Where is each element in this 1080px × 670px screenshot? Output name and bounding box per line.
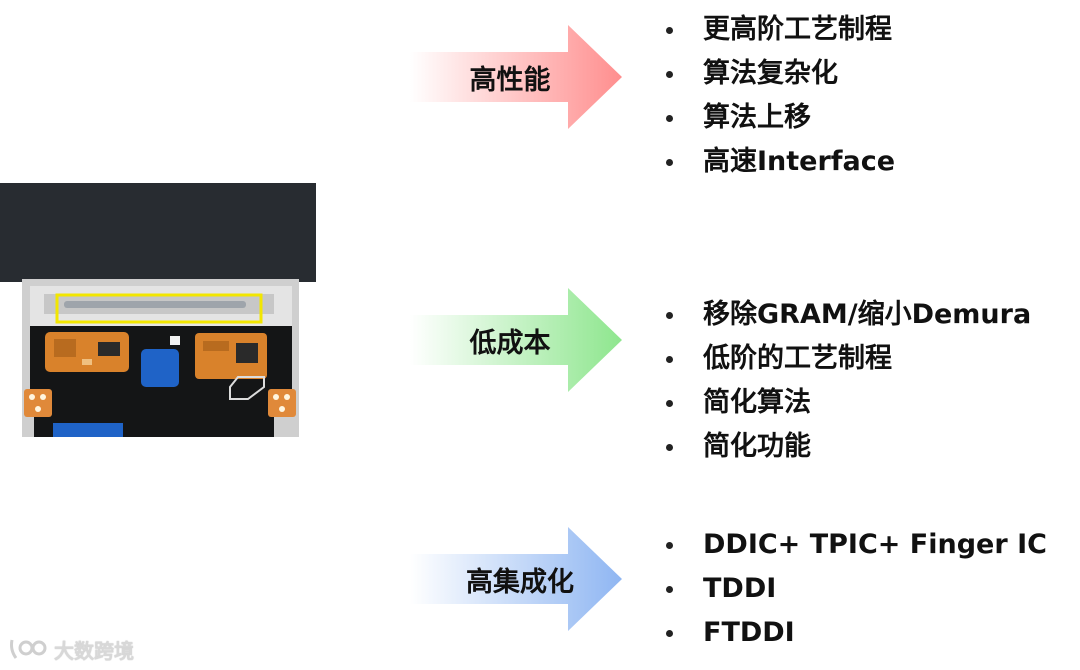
arrow-label: 低成本: [430, 288, 590, 392]
watermark: 大数跨境: [8, 632, 134, 666]
arrow-label: 高集成化: [440, 527, 600, 631]
list-item: DDIC+ TPIC+ Finger IC: [660, 523, 1047, 567]
list-item: 高速Interface: [660, 140, 895, 184]
list-item: 算法复杂化: [660, 52, 895, 96]
list-item: 简化功能: [660, 425, 1031, 469]
list-item: TDDI: [660, 567, 1047, 611]
list-item: 算法上移: [660, 96, 895, 140]
arrow-high-performance: 高性能: [410, 25, 622, 129]
list-item: 更高阶工艺制程: [660, 8, 895, 52]
bullet-list-high-integration: DDIC+ TPIC+ Finger IC TDDI FTDDI: [660, 523, 1047, 655]
display-module-photo: [0, 183, 316, 437]
arrow-label: 高性能: [430, 25, 590, 129]
list-item: 移除GRAM/缩小Demura: [660, 293, 1031, 337]
list-item: 低阶的工艺制程: [660, 337, 1031, 381]
list-item: 简化算法: [660, 381, 1031, 425]
watermark-logo-icon: [8, 636, 48, 662]
bullet-list-high-performance: 更高阶工艺制程 算法复杂化 算法上移 高速Interface: [660, 8, 895, 184]
list-item: FTDDI: [660, 611, 1047, 655]
watermark-text: 大数跨境: [54, 635, 134, 664]
arrow-high-integration: 高集成化: [410, 527, 622, 631]
arrow-low-cost: 低成本: [410, 288, 622, 392]
bullet-list-low-cost: 移除GRAM/缩小Demura 低阶的工艺制程 简化算法 简化功能: [660, 293, 1031, 469]
